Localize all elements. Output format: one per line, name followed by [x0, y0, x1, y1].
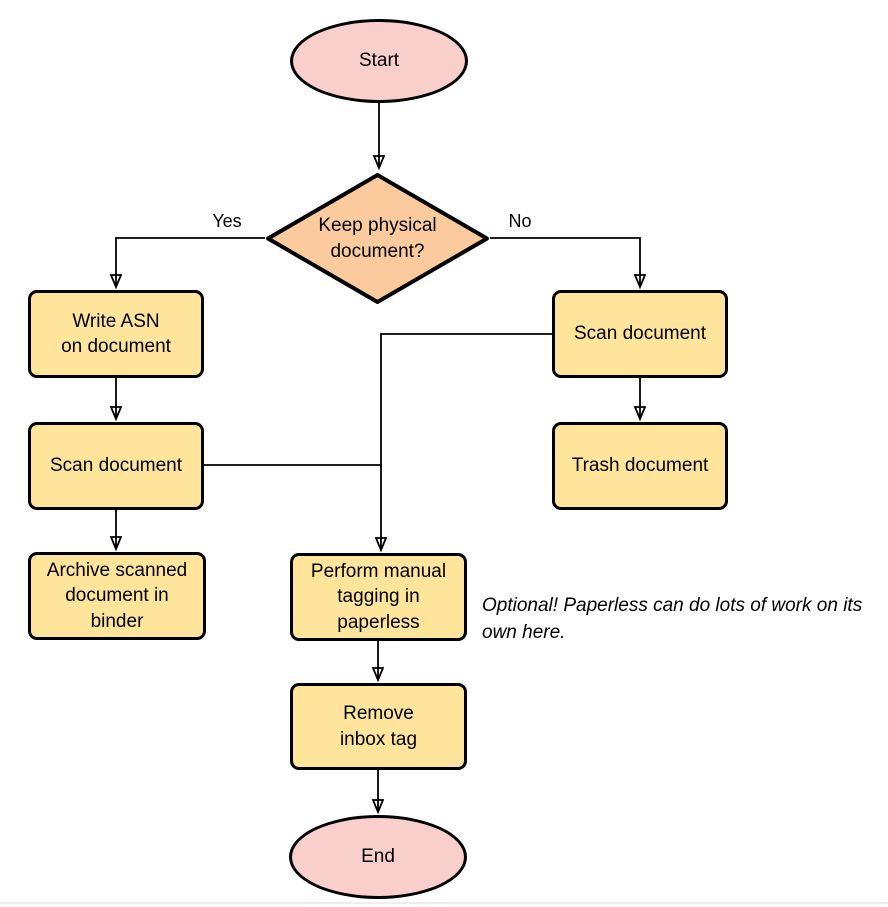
node-scan-document-left-label: Scan document: [49, 455, 183, 477]
edge-label-yes: Yes: [212, 211, 242, 231]
bottom-edge-line: [0, 902, 888, 904]
node-start-label: Start: [358, 50, 400, 72]
node-archive-binder-label: Archive scanned document in binder: [46, 560, 188, 632]
node-remove-inbox-tag-label: Remove inbox tag: [339, 703, 418, 750]
node-end: End: [289, 815, 467, 899]
node-end-label: End: [361, 846, 395, 868]
node-scan-document-right-label: Scan document: [573, 323, 707, 345]
node-archive-binder: Archive scanned document in binder: [28, 552, 206, 640]
node-manual-tagging: Perform manual tagging in paperless: [290, 553, 467, 641]
optional-note: Optional! Paperless can do lots of work …: [482, 595, 863, 643]
node-write-asn-label: Write ASN on document: [61, 310, 171, 357]
node-decision-label: Keep physical document?: [318, 215, 437, 262]
node-scan-document-right: Scan document: [552, 290, 728, 378]
node-trash-document-label: Trash document: [571, 455, 709, 477]
node-remove-inbox-tag: Remove inbox tag: [290, 683, 467, 770]
node-decision: Keep physical document?: [265, 172, 490, 305]
node-start: Start: [290, 19, 468, 103]
node-manual-tagging-label: Perform manual tagging in paperless: [310, 561, 447, 633]
node-trash-document: Trash document: [552, 422, 728, 510]
diamond-shape: [266, 173, 489, 304]
node-write-asn: Write ASN on document: [28, 290, 204, 378]
edge-label-no: No: [508, 211, 532, 231]
node-scan-document-left: Scan document: [28, 422, 204, 510]
